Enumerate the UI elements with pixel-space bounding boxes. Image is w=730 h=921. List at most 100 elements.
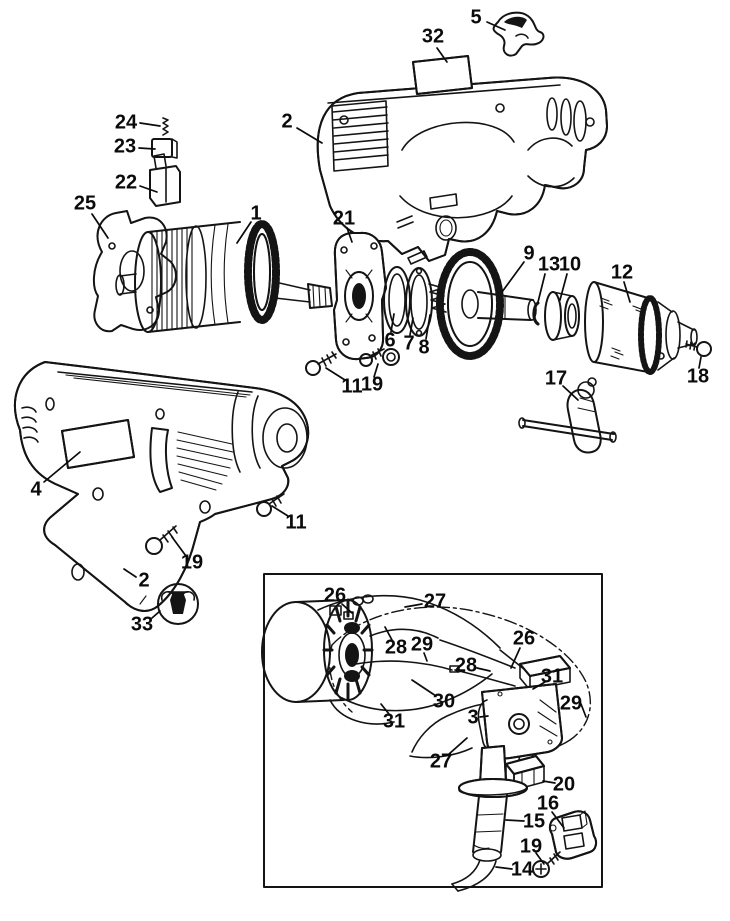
callout-leader [139, 122, 161, 127]
callout-leader [409, 317, 414, 336]
lower-housing-half-drawing [14, 361, 310, 612]
output-gear-shaft-drawing [436, 248, 537, 360]
callout-leader [384, 626, 393, 641]
callout-leader [535, 852, 545, 865]
cord-clamp-drawing [548, 810, 598, 860]
inset-border [263, 573, 603, 888]
nameplate-drawing [61, 419, 135, 469]
exploded-view [14, 11, 712, 625]
callout-label: 18 [687, 365, 709, 387]
callout-label: 30 [433, 690, 455, 712]
callout-leader [495, 866, 513, 870]
callout-leader [479, 715, 489, 718]
callout-label: 26 [513, 627, 535, 649]
callout-leader [425, 314, 431, 340]
armature-drawing [115, 220, 333, 333]
callout-label: 29 [411, 633, 433, 655]
callout-label: 16 [537, 792, 559, 814]
callout-label: 20 [553, 773, 575, 795]
callout-leader [510, 647, 521, 669]
callout-leader [537, 273, 546, 303]
callout-label: 11 [285, 511, 306, 533]
upper-housing-half-drawing [316, 76, 608, 265]
callout-leader [542, 780, 556, 784]
field-stator-drawing [261, 598, 374, 703]
callout-leader [123, 568, 137, 578]
callout-leader [373, 363, 379, 378]
callout-leader [551, 811, 565, 829]
callout-label: 3 [467, 706, 478, 728]
callout-label: 28 [455, 654, 477, 676]
callout-label: 2 [138, 569, 149, 591]
callout-label: 19 [520, 835, 542, 857]
callout-leader [448, 737, 468, 755]
chuck-screw-drawing [685, 340, 712, 357]
callout-leader [623, 281, 631, 303]
callout-label: 9 [523, 242, 534, 264]
callout-leader [346, 227, 353, 243]
brush-cap-clip-drawing [492, 11, 545, 57]
callout-label: 24 [115, 111, 138, 133]
cord-drawing [451, 859, 497, 892]
callout-label: 22 [115, 171, 137, 193]
callout-label: 2 [281, 110, 292, 132]
callout-leader [138, 147, 156, 150]
callout-label: 26 [324, 584, 346, 606]
callout-label: 23 [114, 135, 136, 157]
callout-label: 27 [424, 590, 446, 612]
wiring-inset [261, 573, 603, 892]
callout-leader [698, 356, 702, 369]
callout-leader [390, 313, 395, 333]
callout-label: 15 [523, 810, 545, 832]
callout-label: 1 [250, 202, 261, 224]
callout-leader [501, 261, 525, 293]
callout-leader [411, 679, 437, 697]
chuck-key-drawing [518, 377, 617, 454]
motor-brush-parts-drawing [149, 117, 181, 207]
callout-label: 21 [333, 207, 355, 229]
bearing-bushing-drawing [544, 291, 580, 341]
callout-leader [580, 703, 587, 718]
callout-leader [271, 505, 289, 517]
callout-leader [91, 213, 109, 239]
callout-leader [436, 47, 448, 63]
callout-leader [404, 603, 423, 608]
callout-leader [532, 681, 546, 690]
callout-leader [341, 603, 353, 614]
callout-leader [562, 385, 579, 401]
callout-label: 19 [181, 551, 203, 573]
callout-leader [236, 221, 252, 244]
bearing-plate-drawing [333, 231, 387, 361]
callout-leader [486, 21, 506, 31]
callout-label: 5 [470, 6, 481, 28]
callout-leader [505, 819, 525, 822]
callout-label: 12 [611, 261, 633, 283]
callout-label: 27 [430, 750, 452, 772]
callout-leader [43, 451, 81, 483]
callout-label: 14 [511, 858, 534, 880]
callout-label: 11 [341, 375, 362, 397]
callout-leader [151, 610, 161, 619]
callout-label: 31 [541, 665, 563, 687]
callout-label: 17 [545, 367, 567, 389]
lower-housing-screws-drawing [145, 493, 285, 555]
callout-leader [476, 667, 491, 672]
callout-leader [423, 652, 428, 662]
thrust-washer-drawing [532, 301, 540, 326]
callout-label: 7 [403, 332, 414, 354]
chuck-drawing [584, 281, 698, 375]
callout-label: 4 [30, 478, 42, 500]
callout-label: 31 [383, 710, 405, 732]
callout-label: 8 [418, 336, 429, 358]
callout-label: 32 [422, 25, 444, 47]
callout-label: 29 [560, 692, 582, 714]
cord-protector-drawing [458, 745, 528, 862]
callout-label: 13 [538, 253, 560, 275]
callout-leader [380, 703, 390, 715]
callout-label: 33 [131, 613, 153, 635]
callout-label: 10 [559, 253, 581, 275]
callout-leader [139, 185, 158, 193]
callout-label: 6 [384, 329, 395, 351]
callout-label: 19 [361, 373, 383, 395]
